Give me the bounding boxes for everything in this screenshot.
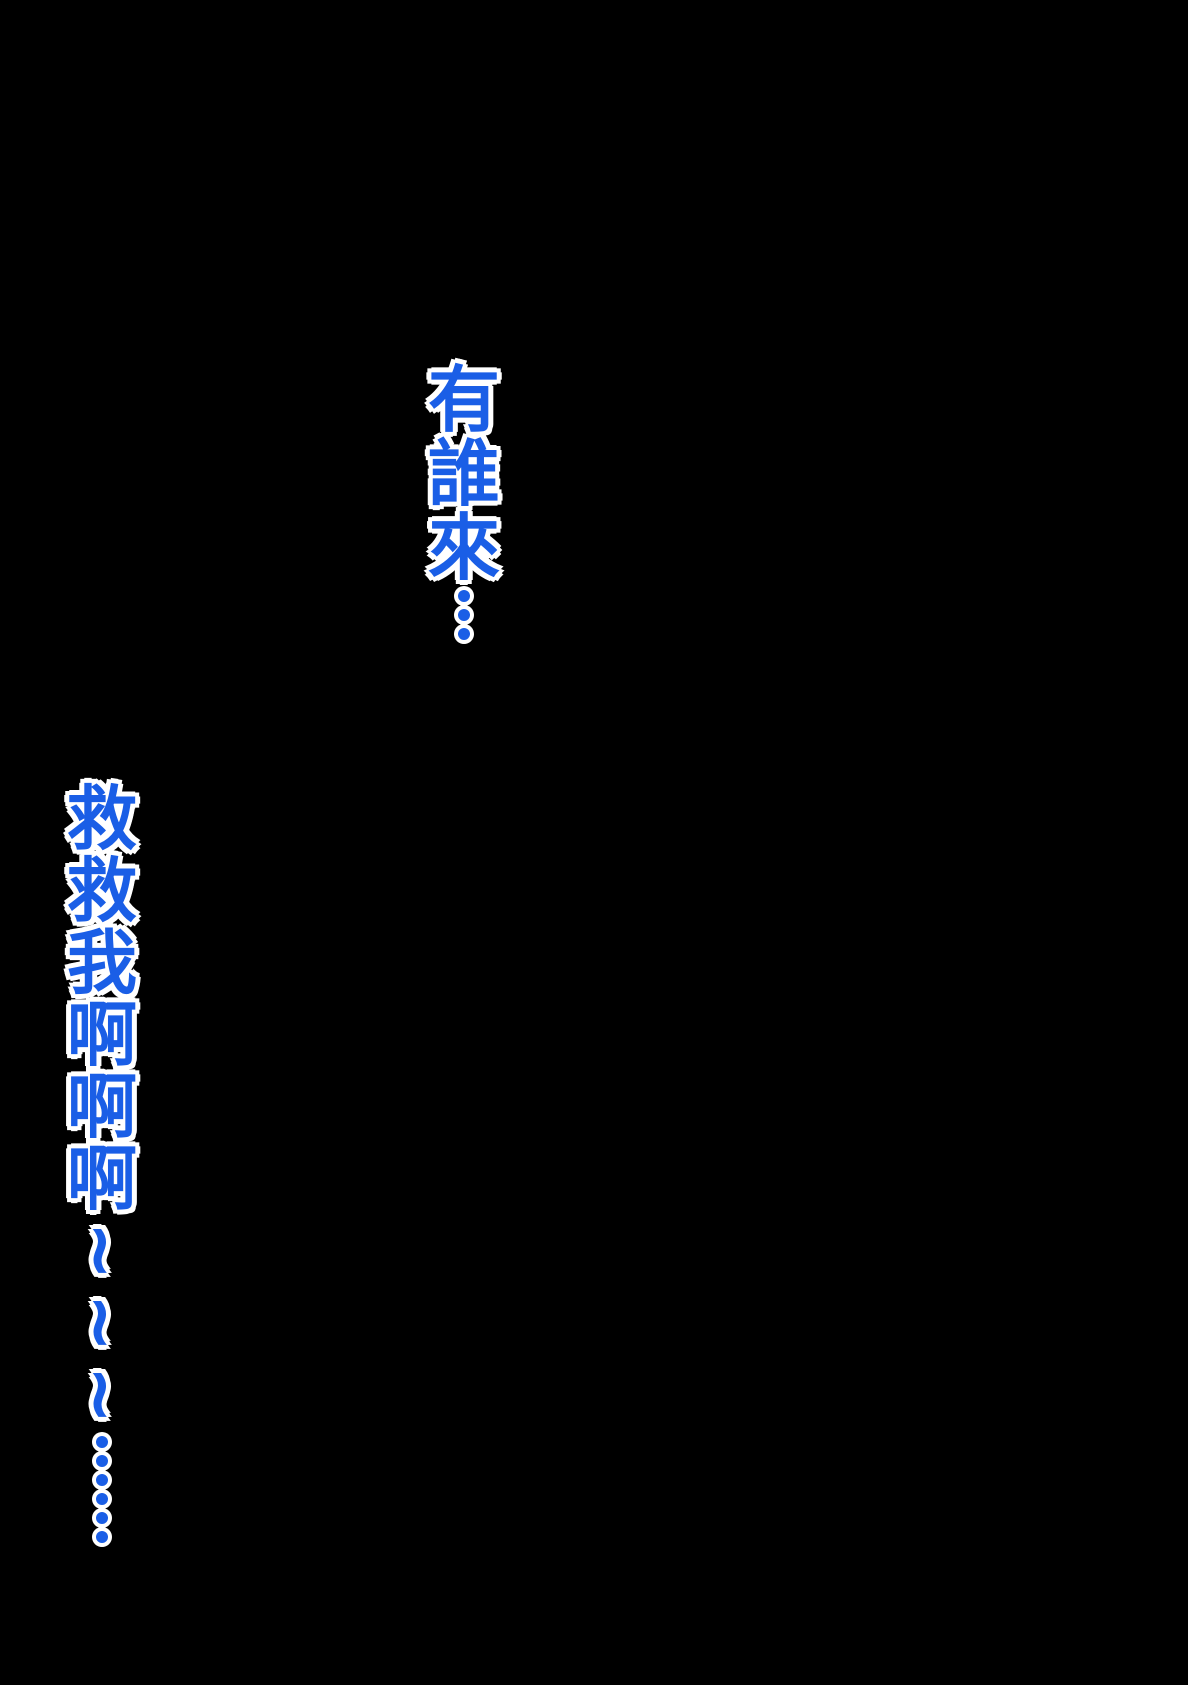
speech-line-someone-come: 有 誰 來 … bbox=[418, 364, 510, 640]
ellipsis-dot bbox=[96, 1436, 108, 1448]
ellipsis-dots bbox=[458, 590, 470, 640]
ellipsis-dot bbox=[458, 609, 470, 621]
ellipsis-dots bbox=[96, 1436, 108, 1543]
tilde: ~ bbox=[61, 1221, 143, 1281]
ellipsis-dot bbox=[96, 1455, 108, 1467]
char: 救 bbox=[67, 778, 137, 860]
char: 啊 bbox=[67, 1138, 137, 1220]
ellipsis-dot bbox=[458, 628, 470, 640]
ellipsis-dot bbox=[458, 590, 470, 602]
char: 啊 bbox=[67, 994, 137, 1076]
char: 來 bbox=[427, 506, 500, 590]
char: 有 bbox=[427, 358, 500, 442]
char: 我 bbox=[67, 922, 137, 1004]
char: 誰 bbox=[427, 432, 500, 516]
ellipsis-dot bbox=[96, 1493, 108, 1505]
ellipsis-dot bbox=[96, 1512, 108, 1524]
ellipsis-dot bbox=[96, 1474, 108, 1486]
char: 啊 bbox=[67, 1066, 137, 1148]
char: 救 bbox=[67, 850, 137, 932]
tilde: ~ bbox=[61, 1293, 143, 1353]
speech-line-save-me: 救 救 我 啊 啊 啊 ~ ~ ~ …… bbox=[61, 778, 143, 1543]
tilde: ~ bbox=[61, 1365, 143, 1425]
ellipsis-dot bbox=[96, 1531, 108, 1543]
